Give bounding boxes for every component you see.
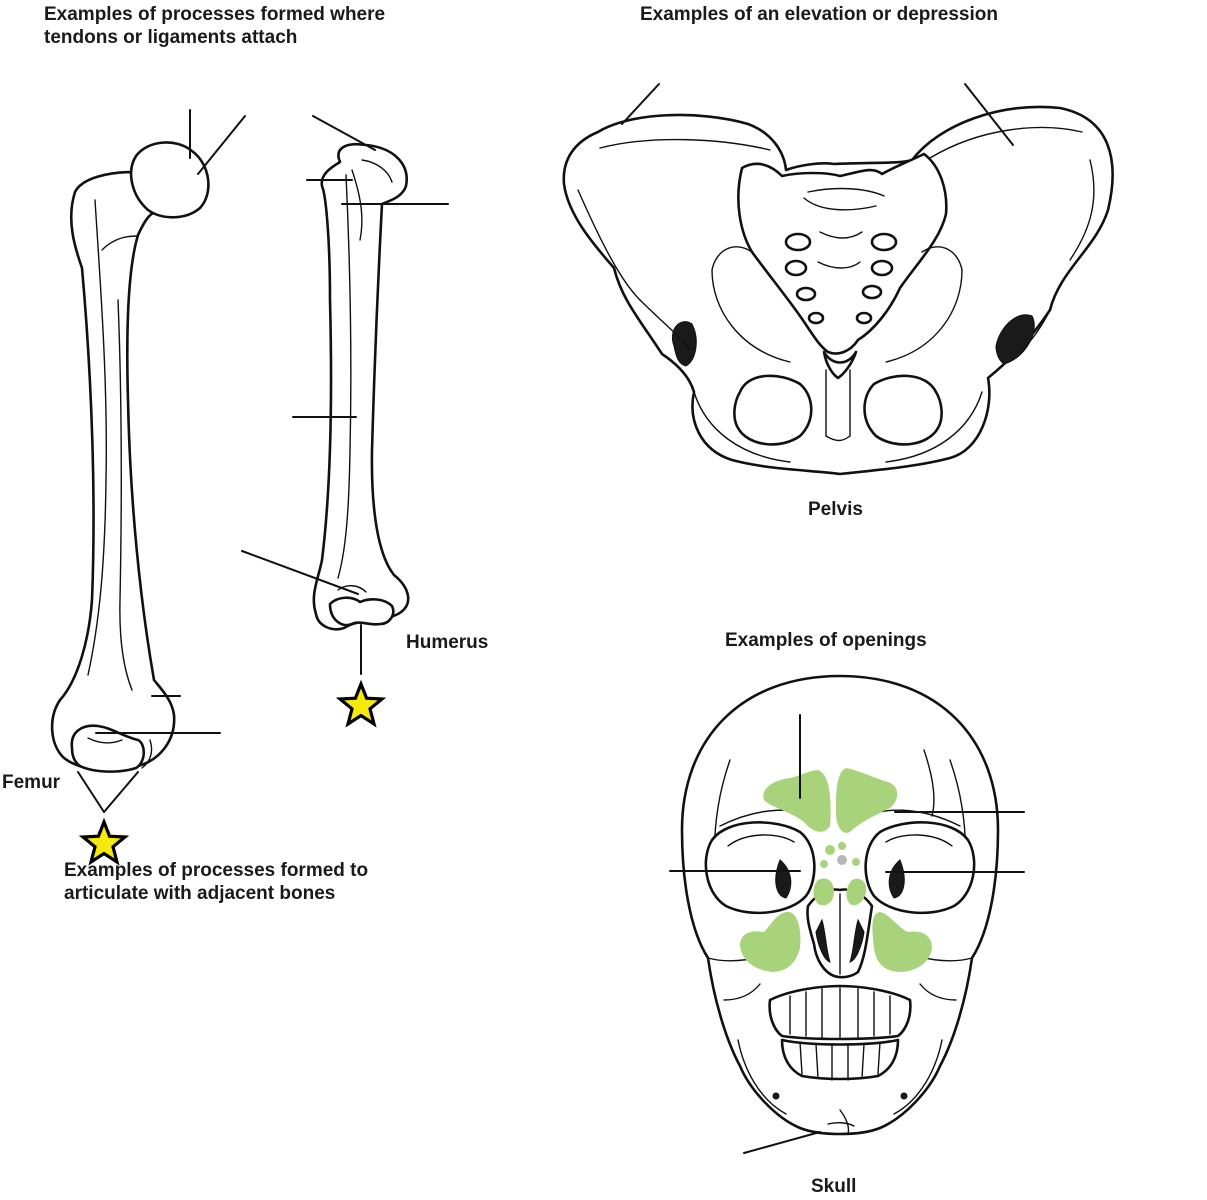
femur-leader-lines [77,109,246,813]
humerus-leader-lines [241,115,449,675]
maxillary-sinus-left [740,911,801,972]
maxillary-sinus-right [872,912,932,972]
heading-articulating-processes-line2: articulate with adjacent bones [64,883,336,904]
heading-tendon-processes: Examples of processes formed where tendo… [44,3,385,49]
frontal-sinus-left [763,770,831,832]
sinus-regions [740,768,932,972]
heading-elevation-depression: Examples of an elevation or depression [640,4,998,25]
heading-articulating-processes-line1: Examples of processes formed to [64,860,369,881]
ethmoid-cell-2 [838,842,846,850]
ethmoid-cell-4 [852,858,860,866]
pelvis-leader-lines [621,83,1014,146]
femur-illustration [50,141,210,773]
skull-label: Skull [811,1176,857,1197]
femur-label: Femur [2,772,61,793]
ethmoid-cell-3 [820,860,828,868]
humerus-illustration [312,142,410,631]
humerus-label: Humerus [406,632,489,653]
humerus-star-icon [335,679,387,728]
ethmoid-cell-1 [825,845,835,855]
heading-openings: Examples of openings [725,630,927,651]
pelvis-illustration [562,105,1114,476]
heading-tendon-processes-line1: Examples of processes formed where [44,4,386,25]
frontal-sinus-right [836,768,898,833]
femur-star-icon [78,817,130,866]
pelvis-label: Pelvis [808,499,863,520]
heading-tendon-processes-line2: tendons or ligaments attach [44,27,298,48]
ethmoid-cell-5 [837,855,847,865]
ethmoid-sinus-left [813,878,834,906]
ethmoid-sinus-right [846,878,867,906]
skull-leader-lines [669,714,1025,1154]
skull-illustration [680,674,1000,1136]
heading-articulating-processes: Examples of processes formed to articula… [64,859,368,905]
